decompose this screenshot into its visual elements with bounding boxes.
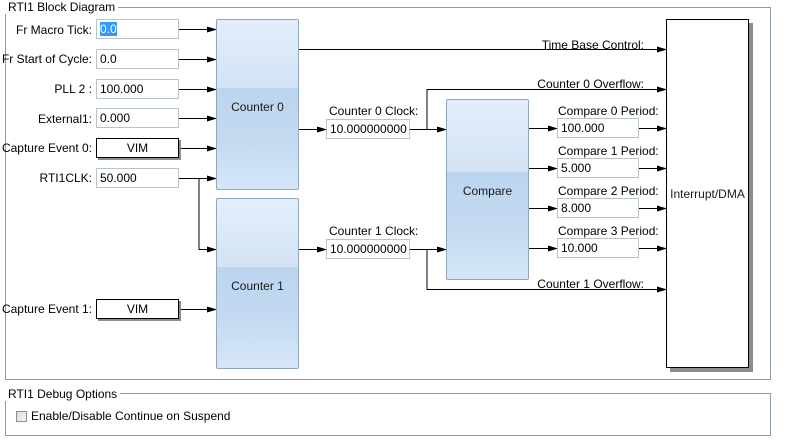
wire-counter0-overflow xyxy=(426,86,667,130)
time-base-control-label: Time Base Control: xyxy=(541,38,644,52)
wire-rti1clk-counter1 xyxy=(198,178,217,253)
interrupt-dma-block[interactable]: Interrupt/DMA xyxy=(666,19,749,368)
capture-event0-vim-button[interactable]: VIM xyxy=(96,138,179,158)
continue-on-suspend-label[interactable]: Enable/Disable Continue on Suspend xyxy=(31,409,231,423)
pll2-field[interactable]: 100.000 xyxy=(96,79,179,99)
fr-start-of-cycle-label: Fr Start of Cycle: xyxy=(1,52,92,66)
interrupt-dma-label: Interrupt/DMA xyxy=(670,187,745,201)
counter0-block[interactable]: Counter 0 xyxy=(216,19,299,190)
compare1-period-label: Compare 1 Period: xyxy=(558,144,659,158)
compare-label: Compare xyxy=(462,184,513,198)
compare3-period-label: Compare 3 Period: xyxy=(558,224,659,238)
counter0-label: Counter 0 xyxy=(231,100,284,114)
wire-counter1-overflow xyxy=(426,249,667,293)
capture-event1-label: Capture Event 1: xyxy=(1,302,92,316)
compare0-period-label: Compare 0 Period: xyxy=(558,104,659,118)
compare3-period-field[interactable]: 10.000 xyxy=(557,238,639,258)
counter1-overflow-label: Counter 1 Overflow: xyxy=(537,277,644,291)
block-diagram-group xyxy=(5,7,771,380)
counter1-clock-label: Counter 1 Clock: xyxy=(329,224,419,238)
compare2-period-field[interactable]: 8.000 xyxy=(557,198,639,218)
debug-options-group xyxy=(5,393,771,436)
compare0-period-field[interactable]: 100.000 xyxy=(557,118,639,138)
rti1clk-label: RTI1CLK: xyxy=(39,171,92,185)
pll2-label: PLL 2 : xyxy=(54,82,92,96)
external1-label: External1: xyxy=(37,112,92,126)
counter1-clock-field[interactable]: 10.000000000 xyxy=(326,239,410,259)
counter0-clock-field[interactable]: 10.000000000 xyxy=(326,119,410,139)
external1-field[interactable]: 0.000 xyxy=(96,108,179,128)
continue-on-suspend-checkbox[interactable] xyxy=(16,411,27,422)
capture-event1-vim-button[interactable]: VIM xyxy=(96,299,179,319)
compare-block[interactable]: Compare xyxy=(446,99,529,280)
counter0-clock-label: Counter 0 Clock: xyxy=(329,104,419,118)
rti1clk-field[interactable]: 50.000 xyxy=(96,168,179,188)
compare1-period-field[interactable]: 5.000 xyxy=(557,158,639,178)
capture-event0-label: Capture Event 0: xyxy=(1,141,92,155)
counter0-overflow-label: Counter 0 Overflow: xyxy=(537,77,644,91)
fr-start-of-cycle-field[interactable]: 0.0 xyxy=(96,49,179,69)
compare2-period-label: Compare 2 Period: xyxy=(558,184,659,198)
fr-macro-tick-label: Fr Macro Tick: xyxy=(15,23,92,37)
debug-options-title: RTI1 Debug Options xyxy=(5,388,121,401)
counter1-label: Counter 1 xyxy=(231,279,284,293)
fr-macro-tick-field[interactable]: 0.0 xyxy=(96,19,179,39)
block-diagram-title: RTI1 Block Diagram xyxy=(5,1,119,14)
fr-macro-tick-value: 0.0 xyxy=(100,22,117,36)
counter1-block[interactable]: Counter 1 xyxy=(216,198,299,369)
